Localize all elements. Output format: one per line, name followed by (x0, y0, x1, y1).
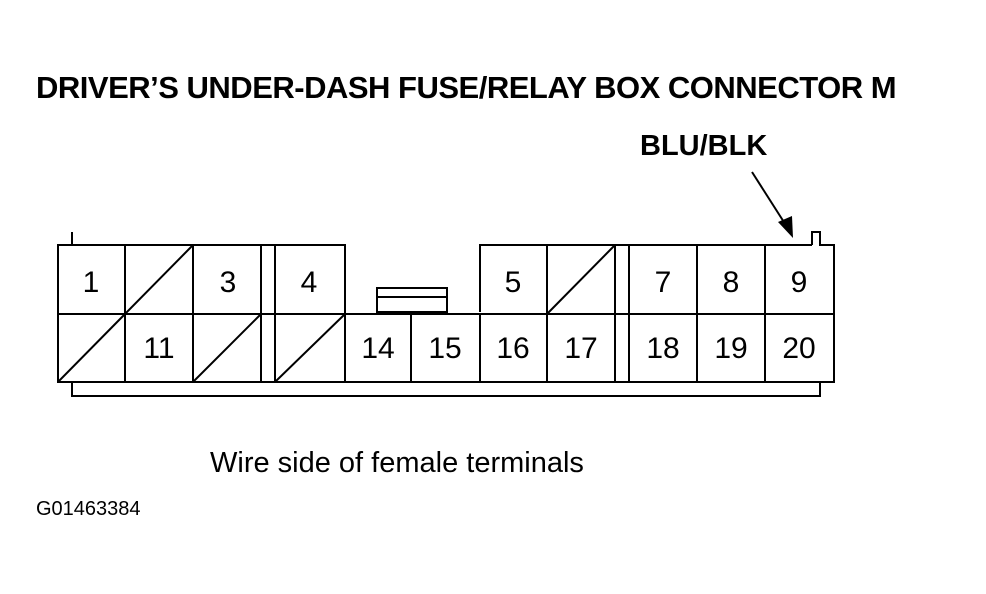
connector-top-left (72, 244, 346, 312)
terminal-4: 4 (301, 266, 318, 299)
unused-cavity-10 (57, 313, 126, 383)
terminal-3: 3 (220, 266, 237, 299)
diagram-caption: Wire side of female terminals (210, 447, 584, 479)
terminal-11: 11 (143, 332, 174, 365)
unused-cavity-6 (546, 244, 616, 315)
figure-code: G01463384 (36, 498, 141, 520)
terminal-15: 15 (428, 332, 461, 365)
connector-top-right (479, 244, 812, 312)
terminal-16: 16 (496, 332, 529, 365)
unused-cavity-12 (192, 313, 262, 383)
connector-outline (57, 231, 835, 397)
terminal-17: 17 (564, 332, 597, 365)
diagram-title: DRIVER’S UNDER-DASH FUSE/RELAY BOX CONNE… (36, 70, 897, 105)
terminal-5: 5 (505, 266, 522, 299)
locking-tab (376, 287, 448, 313)
wire-color-label: BLU/BLK (640, 130, 768, 162)
terminal-18: 18 (646, 332, 679, 365)
terminal-9: 9 (791, 266, 808, 299)
arrow-head-icon (778, 216, 793, 238)
unused-cavity-13 (274, 313, 346, 383)
terminal-8: 8 (723, 266, 740, 299)
terminal-20: 20 (782, 332, 815, 365)
terminal-7: 7 (655, 266, 672, 299)
terminal-1: 1 (83, 266, 100, 299)
unused-cavity-2 (124, 244, 194, 315)
terminal-14: 14 (361, 332, 394, 365)
terminal-19: 19 (714, 332, 747, 365)
